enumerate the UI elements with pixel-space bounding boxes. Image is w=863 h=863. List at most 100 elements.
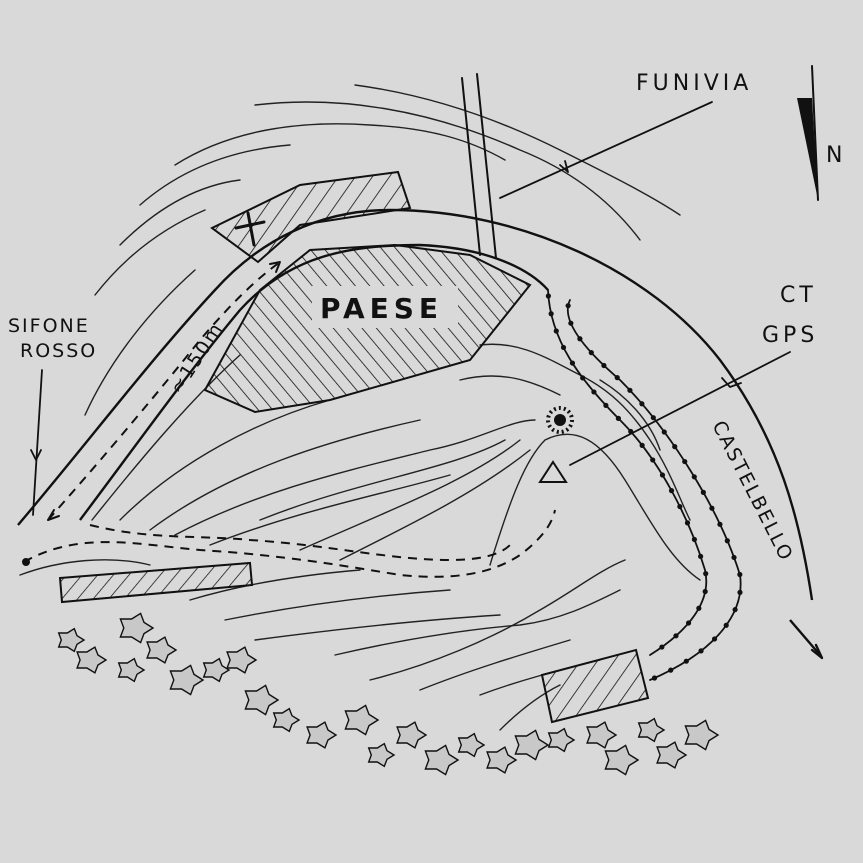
- bush: [656, 741, 688, 769]
- village-area: [203, 243, 532, 414]
- sifone-point: [22, 558, 30, 566]
- bush: [547, 727, 576, 753]
- trail-dot: [731, 554, 737, 561]
- trail-dot: [717, 521, 723, 527]
- trail-dot: [737, 571, 743, 578]
- gps-label: GPS: [762, 323, 818, 348]
- bush: [684, 719, 720, 751]
- trail-dot: [682, 458, 688, 465]
- bush: [169, 664, 205, 696]
- bush: [57, 627, 86, 653]
- bushes: [57, 612, 720, 776]
- north-arrow-icon: [797, 65, 819, 201]
- trail-dot: [601, 362, 607, 369]
- trail-dot: [577, 336, 583, 342]
- trail-dot: [603, 402, 609, 408]
- bush: [306, 721, 338, 749]
- trail-dot: [639, 401, 645, 407]
- trail-dot: [677, 503, 683, 510]
- trail-dot: [723, 622, 729, 628]
- trail-dot: [696, 605, 702, 611]
- trail-dot: [709, 505, 715, 511]
- sifone-label: SIFONE: [8, 315, 90, 337]
- trail-dot: [698, 553, 704, 559]
- bush: [367, 742, 396, 768]
- trail-dot: [673, 633, 679, 639]
- trail-dot: [691, 474, 697, 480]
- bush: [486, 746, 518, 774]
- trail-dot: [659, 472, 666, 478]
- triangle-gps-marker: [538, 460, 568, 483]
- trail-dot: [684, 520, 691, 526]
- bush: [117, 657, 146, 683]
- trail-dot: [615, 415, 621, 421]
- bush: [76, 646, 108, 674]
- trail-dot: [650, 457, 656, 463]
- trail-dot: [588, 350, 594, 356]
- bush: [344, 704, 380, 736]
- bottom-right-building: [540, 648, 650, 724]
- bush: [244, 684, 280, 716]
- bush: [586, 721, 618, 749]
- village-label: PAESE: [320, 292, 443, 325]
- bush: [514, 729, 550, 761]
- trail-dot: [672, 444, 678, 450]
- distance-trail: [47, 261, 281, 521]
- bush: [226, 646, 258, 674]
- trail-dot: [703, 571, 709, 577]
- trail-dot: [732, 607, 738, 613]
- trail-dot: [580, 375, 586, 381]
- bush: [202, 657, 231, 683]
- trail-dot: [711, 636, 718, 642]
- bush: [604, 744, 640, 776]
- gps-pointer: [569, 351, 791, 466]
- trail-dot: [650, 415, 656, 421]
- funivia-cable: [461, 73, 497, 259]
- ct-label: CT: [780, 283, 817, 308]
- rosso-label: ROSSO: [20, 340, 97, 362]
- trail-dot: [591, 389, 597, 395]
- funivia-pointer: [499, 101, 713, 199]
- trail-dot: [691, 536, 698, 543]
- trail-dot: [553, 328, 559, 334]
- trail-dot: [627, 387, 633, 393]
- tree-icon: [546, 406, 574, 434]
- bush: [637, 717, 666, 743]
- bush: [396, 721, 428, 749]
- bush: [119, 612, 155, 644]
- trail-dot: [545, 293, 551, 299]
- church-building: [210, 170, 412, 264]
- lower-building: [58, 561, 254, 604]
- trail-dot: [548, 311, 554, 317]
- village-label-bg: [312, 286, 458, 328]
- trail-dot: [685, 620, 692, 626]
- trail-dot: [737, 589, 743, 595]
- funivia-label: FUNIVIA: [636, 71, 752, 96]
- church-cross-icon: [234, 211, 266, 247]
- trail-dot: [614, 375, 620, 381]
- trail-dot: [700, 489, 706, 495]
- trail-dot: [639, 442, 645, 448]
- bush: [457, 732, 486, 758]
- trail-dot: [661, 429, 667, 435]
- trail-dot: [560, 344, 567, 351]
- sifone-pointer: [30, 369, 43, 516]
- trail-dot: [568, 320, 574, 326]
- dotted-trail: [545, 289, 743, 681]
- castelbello-label: CASTELBELLO: [708, 417, 798, 565]
- trail-dot: [724, 538, 730, 544]
- trail-dot: [683, 658, 689, 664]
- contour-lines: [19, 84, 701, 731]
- north-label: N: [826, 143, 846, 168]
- cave-path: [22, 509, 556, 578]
- trail-dot: [651, 675, 658, 681]
- trail-dot: [569, 360, 576, 366]
- bush: [146, 636, 178, 664]
- bush: [424, 744, 460, 776]
- trail-dot: [668, 488, 675, 494]
- trail-dot: [702, 588, 708, 595]
- trail-dot: [668, 667, 674, 673]
- trail-dot: [565, 303, 571, 309]
- trail-dot: [698, 648, 704, 654]
